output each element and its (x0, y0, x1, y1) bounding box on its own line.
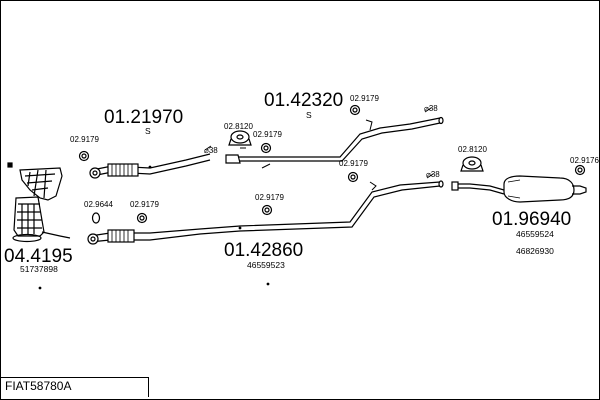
rear-silencer-part-number: 01.96940 (492, 209, 571, 230)
hanger-label-2: 02.8120 (458, 145, 487, 154)
exhaust-manifold (12, 167, 71, 243)
hanger-8120-b (460, 156, 484, 172)
center-pipe (38, 180, 444, 290)
hanger-label-1: 02.8120 (224, 122, 253, 131)
clamp-rings (78, 104, 586, 224)
marker-square (7, 162, 13, 168)
manifold-oem-number: 51737898 (20, 264, 58, 274)
rear-silencer-oem-number-2: 46826930 (516, 246, 554, 256)
clamp-label-3: 02.9179 (350, 94, 379, 103)
mid-pipe-suffix: S (306, 110, 312, 120)
clamp-label-5: 02.9179 (255, 193, 284, 202)
title-box (1, 377, 149, 397)
rear-silencer (451, 175, 587, 203)
mid-pipe-part-number: 01.42320 (264, 90, 343, 111)
center-pipe-part-number: 01.42860 (224, 240, 303, 261)
mid-pipe (225, 116, 444, 169)
clamp-label-4: 02.9179 (339, 159, 368, 168)
diagram-title: FIAT58780A (5, 379, 72, 393)
clamp-label-1: 02.9179 (70, 135, 99, 144)
diameter-label-1: ⌀38 (204, 146, 218, 155)
front-pipe-suffix: S (145, 126, 151, 136)
clamp-label-2: 02.9179 (253, 130, 282, 139)
clamp-label-6: 02.9179 (130, 200, 159, 209)
clamp-label-7: 02.9176 (570, 156, 599, 165)
center-pipe-oem-number: 46559523 (247, 260, 285, 270)
manifold-part-number: 04.4195 (4, 246, 73, 267)
diameter-label-2: ⌀38 (424, 104, 438, 113)
rear-silencer-oem-number-1: 46559524 (516, 229, 554, 239)
diameter-label-3: ⌀38 (426, 170, 440, 179)
front-pipe-part-number: 01.21970 (104, 107, 183, 128)
hanger-8120-a (228, 130, 252, 146)
front-pipe (89, 153, 211, 179)
gasket-label: 02.9644 (84, 200, 113, 209)
